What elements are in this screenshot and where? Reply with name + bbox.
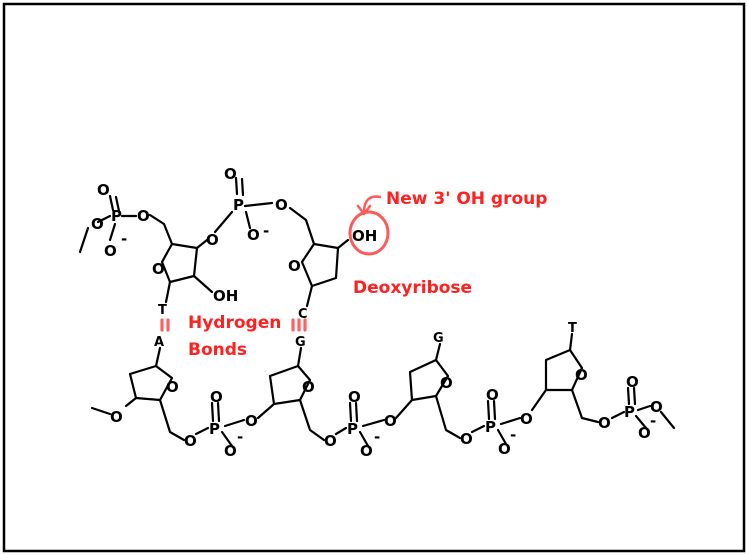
atom-oxygen: O <box>247 226 260 244</box>
atom-oxygen: O <box>348 388 361 406</box>
atom-oxygen: O <box>288 257 301 275</box>
atom-oxygen: O <box>324 432 337 450</box>
arrow-icon <box>362 195 382 214</box>
atom-oxygen: O <box>598 414 611 432</box>
atom-hydroxyl: OH <box>213 287 238 305</box>
atom-oxygen: O <box>91 215 104 233</box>
bottom-strand: O O O P O O - O O O P O O - O O O P O O … <box>90 321 676 460</box>
atom-oxygen: O <box>440 374 453 392</box>
atom-phosphorus: P <box>485 418 496 436</box>
atom-oxygen: O <box>245 412 258 430</box>
new-oh-label: New 3' OH group <box>386 189 547 209</box>
charge-minus: - <box>121 230 127 248</box>
atom-oxygen: O <box>166 378 179 396</box>
base-cytosine: C <box>298 307 308 322</box>
atom-phosphorus: P <box>624 403 635 421</box>
atom-hydroxyl-new: OH <box>352 227 377 245</box>
atom-oxygen: O <box>460 430 473 448</box>
atom-oxygen: O <box>638 424 651 442</box>
base-guanine: G <box>295 335 306 350</box>
base-adenine: A <box>154 335 164 350</box>
atom-oxygen: O <box>224 442 237 460</box>
arrowhead-icon <box>356 204 372 216</box>
atom-oxygen: O <box>384 412 397 430</box>
atom-oxygen: O <box>626 373 639 391</box>
base-thymine: T <box>568 321 577 336</box>
charge-minus: - <box>374 428 380 446</box>
atom-oxygen: O <box>486 386 499 404</box>
atom-phosphorus: P <box>111 207 122 225</box>
top-strand: O O P O O - O O OH O P O - O O OH T C <box>78 165 377 322</box>
atom-oxygen: O <box>650 398 663 416</box>
atom-oxygen: O <box>520 410 533 428</box>
atom-phosphorus: P <box>347 420 358 438</box>
atom-oxygen: O <box>224 165 237 183</box>
charge-minus: - <box>650 412 656 430</box>
charge-minus: - <box>237 428 243 446</box>
atom-oxygen: O <box>575 366 588 384</box>
atom-oxygen: O <box>210 388 223 406</box>
atom-oxygen: O <box>110 408 123 426</box>
atom-oxygen: O <box>360 442 373 460</box>
atom-oxygen: O <box>97 181 110 199</box>
base-thymine: T <box>158 303 167 318</box>
highlight-circle <box>348 210 390 256</box>
atom-phosphorus: P <box>233 196 244 214</box>
deoxyribose-label: Deoxyribose <box>353 278 472 298</box>
hydrogen-bonds <box>160 318 307 332</box>
charge-minus: - <box>263 222 269 240</box>
atom-oxygen: O <box>184 432 197 450</box>
annotations: New 3' OH group Deoxyribose Hydrogen Bon… <box>188 189 547 360</box>
atom-phosphorus: P <box>209 420 220 438</box>
bonds-label: Bonds <box>188 340 247 360</box>
charge-minus: - <box>510 426 516 444</box>
atom-oxygen: O <box>498 440 511 458</box>
atom-oxygen: O <box>137 207 150 225</box>
atom-oxygen: O <box>302 378 315 396</box>
atom-oxygen: O <box>206 231 219 249</box>
atom-oxygen: O <box>275 196 288 214</box>
atom-oxygen: O <box>104 242 117 260</box>
base-guanine: G <box>433 331 444 346</box>
hydrogen-label: Hydrogen <box>188 313 281 333</box>
atom-oxygen: O <box>152 260 165 278</box>
